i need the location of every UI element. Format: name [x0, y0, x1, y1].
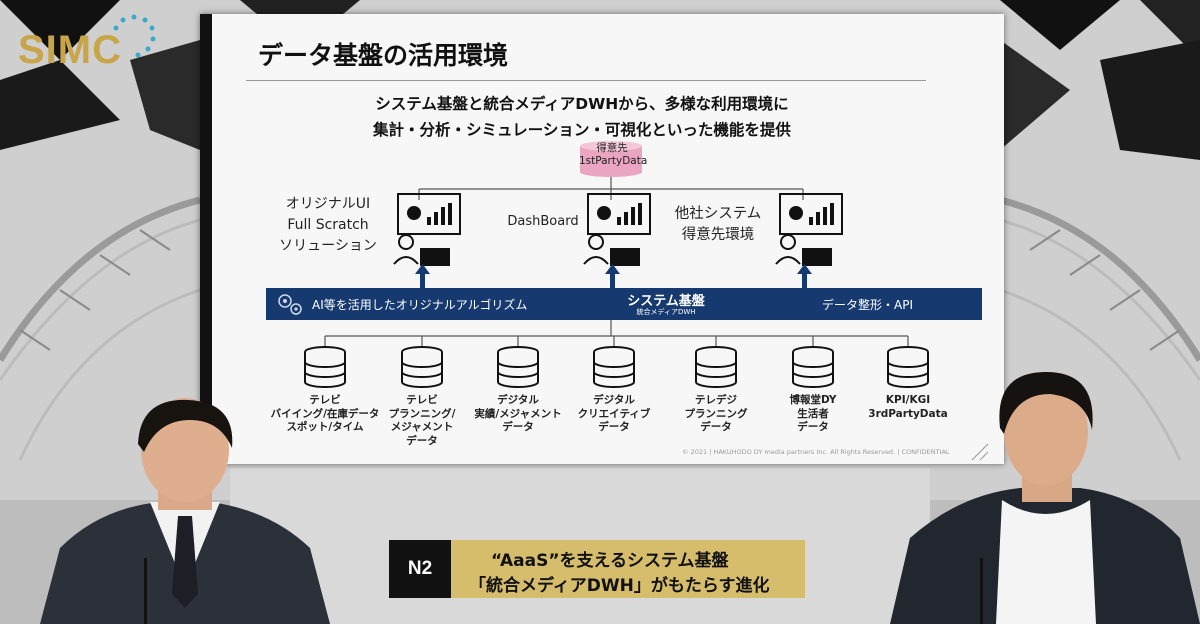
db-label-3: デジタル 実績/メジャメント データ [474, 394, 562, 433]
database-icon-6 [792, 346, 834, 388]
mic-stand-left [144, 558, 147, 624]
speaker-right [890, 372, 1200, 624]
user-dashboard-icon-left [393, 193, 461, 266]
slide-copyright: © 2021 | HAKUHODO DY media partners Inc.… [682, 448, 950, 456]
dashboard-label: DashBoard [507, 214, 579, 229]
database-icon-2 [401, 346, 443, 388]
title-divider [246, 80, 926, 81]
band-right-text: データ整形・API [822, 298, 913, 312]
database-icons [304, 346, 929, 388]
speaker-left [40, 398, 330, 624]
database-icon-3 [497, 346, 539, 388]
original-ui-label: オリジナルUI Full Scratch ソリューション [279, 196, 377, 254]
db-label-6: 博報堂DY 生活者 データ [789, 394, 837, 433]
slide-subtitle-line2: 集計・分析・シミュレーション・可視化といった機能を提供 [373, 121, 791, 139]
database-icon-7 [887, 346, 929, 388]
caption-badge: N2 [389, 540, 451, 598]
caption-line2: 「統合メディアDWH」がもたらす進化 [469, 576, 770, 596]
presentation-slide: データ基盤の活用環境 システム基盤と統合メディアDWHから、多様な利用環境に 集… [200, 14, 1004, 464]
band-center-title: システム基盤 [627, 294, 705, 309]
db-label-2: テレビ プランニング/ メジャメント データ [388, 394, 456, 447]
caption-bar: “AaaS”を支えるシステム基盤 「統合メディアDWH」がもたらす進化 [451, 540, 805, 598]
db-label-7: KPI/KGI 3rdPartyData [868, 394, 948, 420]
system-platform-band: AI等を活用したオリジナルアルゴリズム システム基盤 統合メディアDWH データ… [266, 288, 982, 320]
logo-ring-icon [113, 14, 156, 58]
database-icon-1 [304, 346, 346, 388]
gear-icon [278, 294, 302, 315]
up-arrow-icons [415, 264, 812, 290]
db-label-5: テレデジ プランニング データ [684, 394, 748, 433]
user-dashboard-icon-center [583, 193, 651, 266]
client-db-label: 得意先 1stPartyData [579, 142, 648, 167]
band-left-text: AI等を活用したオリジナルアルゴリズム [312, 298, 528, 312]
database-icon-5 [695, 346, 737, 388]
band-center-subtitle: 統合メディアDWH [636, 308, 696, 316]
architecture-diagram [304, 141, 989, 461]
event-logo: SIMC [18, 28, 122, 72]
caption-line1: “AaaS”を支えるシステム基盤 [491, 551, 729, 571]
db-label-4: デジタル クリエイティブ データ [577, 394, 651, 433]
mic-stand-right [980, 558, 983, 624]
client-db-icon [580, 141, 642, 177]
user-dashboard-icon-right [775, 193, 843, 266]
slide-subtitle-line1: システム基盤と統合メディアDWHから、多様な利用環境に [375, 95, 789, 113]
db-label-1: テレビ バイイング/在庫データ スポット/タイム [270, 394, 380, 433]
other-system-label: 他社システム 得意先環境 [674, 206, 762, 243]
database-icon-4 [593, 346, 635, 388]
slide-title: データ基盤の活用環境 [258, 41, 509, 70]
